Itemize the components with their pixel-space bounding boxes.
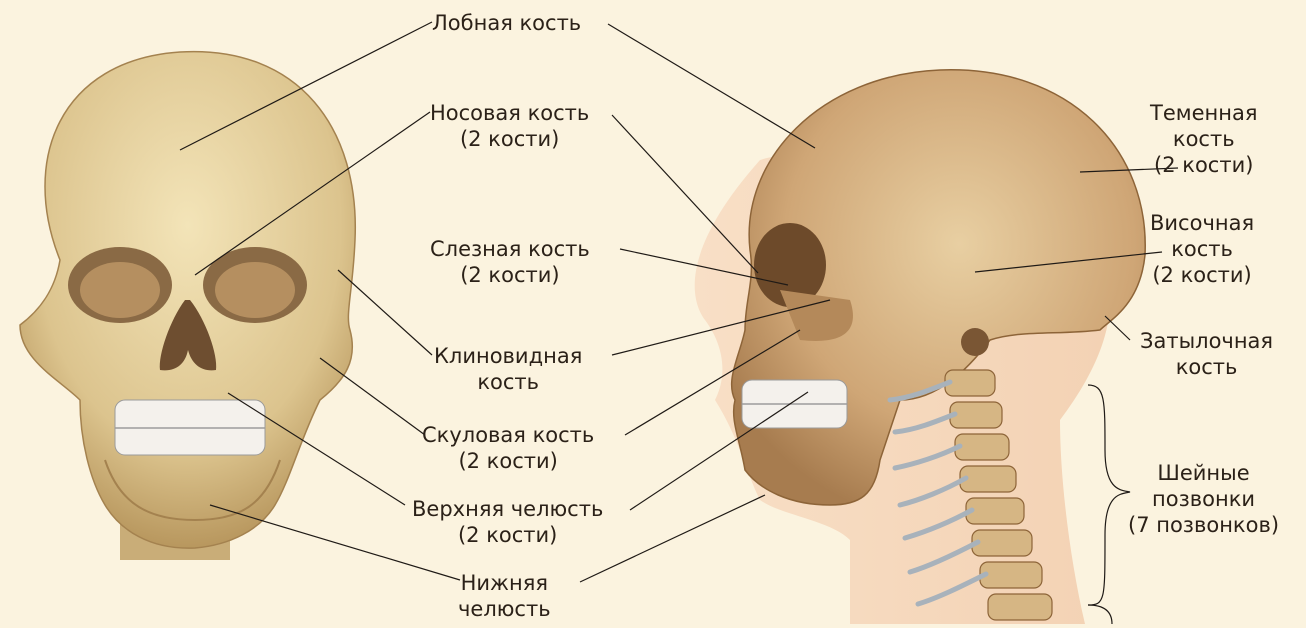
side-ear-canal — [961, 328, 989, 356]
label-mandible: Нижняя челюсть — [458, 570, 551, 622]
label-cervical-vertebrae: Шейные позвонки (7 позвонков) — [1128, 460, 1279, 538]
label-maxilla: Верхняя челюсть (2 кости) — [412, 496, 603, 548]
label-temporal-bone: Височная кость (2 кости) — [1150, 210, 1254, 288]
label-frontal-bone: Лобная кость — [432, 10, 581, 36]
label-lacrimal-bone: Слезная кость (2 кости) — [430, 236, 590, 288]
front-orbit-left-inner — [215, 262, 295, 318]
label-nasal-bone: Носовая кость (2 кости) — [430, 100, 589, 152]
front-cranium — [20, 52, 355, 549]
label-sphenoid-bone: Клиновидная кость — [434, 343, 582, 395]
front-skull — [20, 52, 355, 560]
label-zygomatic-bone: Скуловая кость (2 кости) — [422, 422, 594, 474]
label-occipital-bone: Затылочная кость — [1140, 328, 1273, 380]
front-orbit-right-inner — [80, 262, 160, 318]
label-parietal-bone: Теменная кость (2 кости) — [1150, 100, 1257, 178]
side-head — [695, 70, 1146, 624]
